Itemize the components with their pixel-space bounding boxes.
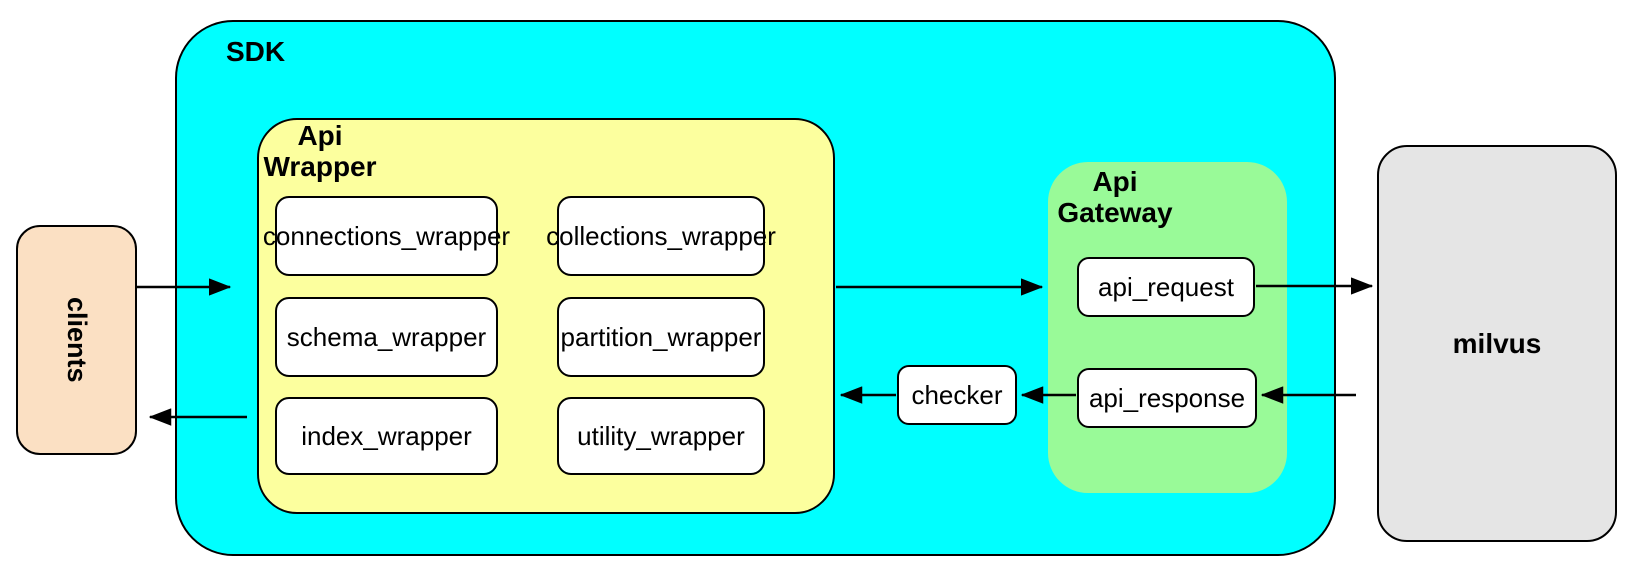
connections-wrapper-node: connections_wrapper (263, 196, 510, 276)
clients-label: clients (62, 297, 92, 383)
schema-wrapper-node: schema_wrapper (275, 297, 498, 377)
api-response-label: api_response (1088, 382, 1246, 413)
collections-wrapper-label: collections_wrapper (546, 220, 776, 251)
schema-wrapper-label: schema_wrapper (286, 321, 487, 352)
api-gateway-container (1048, 162, 1287, 493)
partition-wrapper-label: partition_wrapper (560, 321, 762, 352)
collections-wrapper-node: collections_wrapper (546, 196, 776, 276)
milvus-node: milvus (1377, 145, 1617, 542)
checker-label: checker (911, 379, 1003, 410)
index-wrapper-node: index_wrapper (275, 397, 498, 475)
connections-wrapper-label: connections_wrapper (262, 220, 511, 251)
utility-wrapper-node: utility_wrapper (557, 397, 765, 475)
sdk-label: SDK (226, 36, 286, 67)
api-wrapper-label: Api Wrapper (263, 120, 377, 183)
api-response-node: api_response (1077, 368, 1257, 428)
milvus-label: milvus (1452, 327, 1542, 359)
clients-node: clients (16, 225, 137, 455)
index-wrapper-label: index_wrapper (301, 420, 472, 451)
utility-wrapper-label: utility_wrapper (577, 420, 745, 451)
checker-node: checker (897, 365, 1017, 425)
api-gateway-label: Api Gateway (1057, 166, 1173, 229)
api-request-label: api_request (1098, 271, 1234, 302)
api-request-node: api_request (1077, 257, 1255, 317)
partition-wrapper-node: partition_wrapper (557, 297, 765, 377)
